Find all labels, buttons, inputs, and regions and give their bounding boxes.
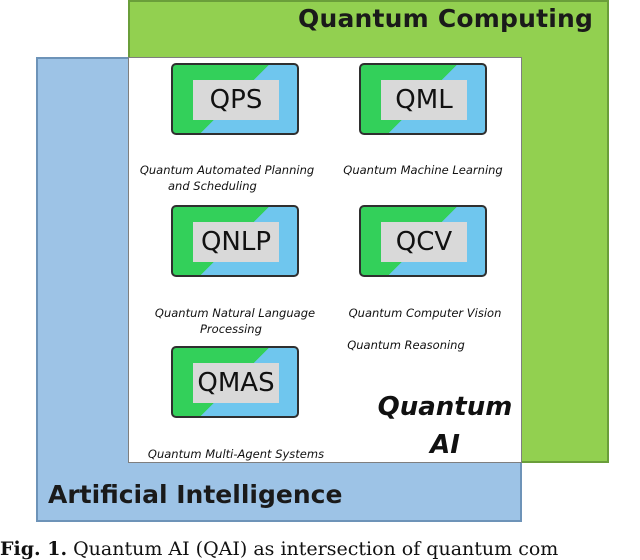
figure-caption-label: Fig. 1. [0,538,68,560]
module-qnlp-caption: Quantum Natural Language Processing [146,305,324,337]
module-qml-caption: Quantum Machine Learning [334,162,512,178]
module-qmas: QMAS [171,346,299,418]
module-qmas-caption-line1: Quantum Multi-Agent Systems [147,447,325,461]
module-qnlp-caption-line1: Quantum Natural Language [154,306,316,320]
module-qnlp-caption-line2: Processing [200,322,262,336]
module-qps-caption-line1: Quantum Automated Planning [139,163,315,177]
quantum-reasoning-label: Quantum Reasoning [347,338,465,352]
figure-caption: Fig. 1. Quantum AI (QAI) as intersection… [0,538,558,560]
module-qml-caption-line1: Quantum Machine Learning [343,163,503,177]
module-qcv: QCV [359,205,487,277]
module-qmas-caption: Quantum Multi-Agent Systems [138,446,334,462]
module-qcv-caption-line1: Quantum Computer Vision [348,306,502,320]
quantum-ai-title: Quantum AI [370,388,520,464]
artificial-intelligence-title: Artificial Intelligence [48,480,343,509]
module-qps-caption: Quantum Automated Planning and Schedulin… [132,162,322,194]
module-qcv-label: QCV [381,222,467,262]
module-qml-label: QML [381,80,467,120]
module-qps-caption-line2: and Scheduling [168,179,257,193]
module-qps: QPS [171,63,299,135]
quantum-ai-title-line2: AI [430,430,460,460]
quantum-ai-title-line1: Quantum [377,392,513,422]
figure-caption-text: Quantum AI (QAI) as intersection of quan… [67,538,559,560]
module-qnlp: QNLP [171,205,299,277]
module-qnlp-label: QNLP [193,222,279,262]
quantum-computing-title: Quantum Computing [298,4,594,33]
module-qcv-caption: Quantum Computer Vision [336,305,514,321]
module-qml: QML [359,63,487,135]
module-qps-label: QPS [193,80,279,120]
module-qmas-label: QMAS [193,363,279,403]
